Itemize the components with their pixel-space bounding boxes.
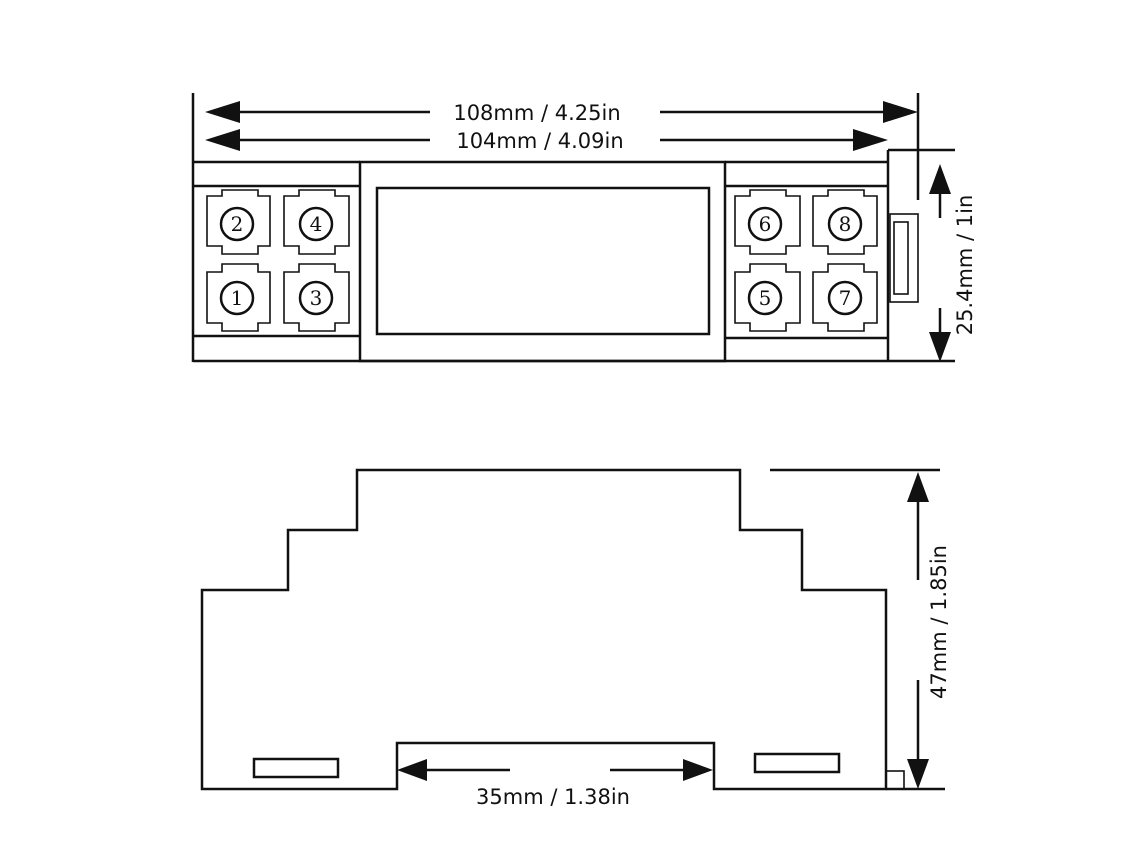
rail-clip: [885, 770, 905, 790]
terminal-4: 4: [283, 189, 350, 255]
terminal-2: 2: [206, 189, 271, 255]
terminal-5: 5: [734, 263, 801, 332]
terminal-label-2: 2: [231, 212, 244, 236]
top-view: 108mm / 4.25in 104mm / 4.09in 2: [191, 93, 977, 363]
left-slot: [252, 757, 340, 779]
terminal-label-4: 4: [310, 212, 323, 236]
dimension-rail-width: 35mm / 1.38in: [397, 759, 713, 809]
terminal-label-1: 1: [231, 286, 244, 310]
terminal-label-7: 7: [839, 286, 852, 310]
right-slot: [753, 752, 841, 774]
terminal-label-8: 8: [839, 212, 852, 236]
dimension-depth-label: 47mm / 1.85in: [927, 545, 951, 699]
dimension-body-width-label: 104mm / 4.09in: [456, 129, 623, 153]
terminal-8: 8: [812, 189, 878, 255]
dimension-total-width: 108mm / 4.25in: [205, 93, 920, 200]
dimension-height-top: 25.4mm / 1in: [888, 148, 977, 363]
side-profile: [200, 468, 888, 791]
terminal-label-6: 6: [759, 212, 772, 236]
side-view: 47mm / 1.85in 35mm / 1.38in: [200, 468, 951, 809]
terminal-label-5: 5: [759, 286, 772, 310]
dimension-height-top-label: 25.4mm / 1in: [953, 195, 977, 336]
terminal-3: 3: [283, 263, 350, 332]
dimension-depth: 47mm / 1.85in: [770, 468, 951, 791]
dimension-body-width: 104mm / 4.09in: [205, 129, 888, 153]
side-clip: [889, 213, 919, 303]
dimension-rail-width-label: 35mm / 1.38in: [476, 785, 630, 809]
dimension-total-width-label: 108mm / 4.25in: [453, 101, 620, 125]
terminal-7: 7: [812, 263, 878, 332]
terminal-label-3: 3: [310, 286, 323, 310]
display-window: [375, 186, 711, 336]
terminal-1: 1: [206, 263, 271, 332]
display-housing: [358, 160, 727, 363]
terminal-6: 6: [734, 189, 801, 255]
